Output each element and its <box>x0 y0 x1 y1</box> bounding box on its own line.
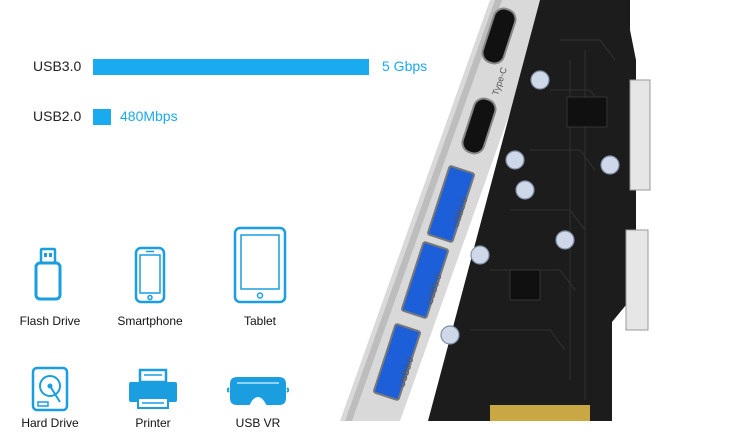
printer-icon <box>129 368 177 409</box>
tablet-icon <box>233 226 287 304</box>
device-label-flash-drive: Flash Drive <box>19 314 81 328</box>
speed-value-usb2: 480Mbps <box>120 108 178 124</box>
hard-drive-icon <box>31 366 69 412</box>
device-tablet: Tablet <box>210 226 310 336</box>
usb-a-port <box>427 165 475 243</box>
flash-drive-icon <box>34 247 62 301</box>
speed-bar-usb2 <box>93 109 111 125</box>
device-label-smartphone: Smartphone <box>117 314 183 328</box>
device-printer: Printer <box>103 368 203 430</box>
device-label-hard-drive: Hard Drive <box>21 416 79 430</box>
speed-value-usb3: 5 Gbps <box>382 58 428 74</box>
device-hard-drive: Hard Drive <box>0 366 100 430</box>
speed-row-usb3: USB3.0 5 Gbps <box>0 56 460 78</box>
pcie-card-illustration: Type-C USB3.0 USB3.0 USB3.0 <box>340 0 651 421</box>
device-flash-drive: Flash Drive <box>0 246 100 336</box>
device-label-tablet: Tablet <box>243 314 277 328</box>
speed-label-usb3: USB3.0 <box>33 58 82 74</box>
gold-fingers <box>490 405 590 421</box>
speed-bar-usb3 <box>93 59 369 75</box>
usb-a-port <box>373 323 421 401</box>
usb-c-port <box>461 97 497 155</box>
usb-a-port <box>401 241 449 319</box>
device-label-usb-vr: USB VR <box>235 416 281 430</box>
device-smartphone: Smartphone <box>100 246 200 336</box>
device-usb-vr: USB VR <box>208 374 308 434</box>
pcb-board <box>428 0 651 421</box>
speed-label-usb2: USB2.0 <box>33 108 82 124</box>
vr-headset-icon <box>227 377 289 405</box>
speed-row-usb2: USB2.0 480Mbps <box>0 106 220 128</box>
pcie-usb-card: Type-C USB3.0 USB3.0 USB3.0 <box>330 0 748 421</box>
device-label-printer: Printer <box>135 416 171 430</box>
smartphone-icon <box>134 246 166 304</box>
usb-c-port <box>481 7 517 65</box>
